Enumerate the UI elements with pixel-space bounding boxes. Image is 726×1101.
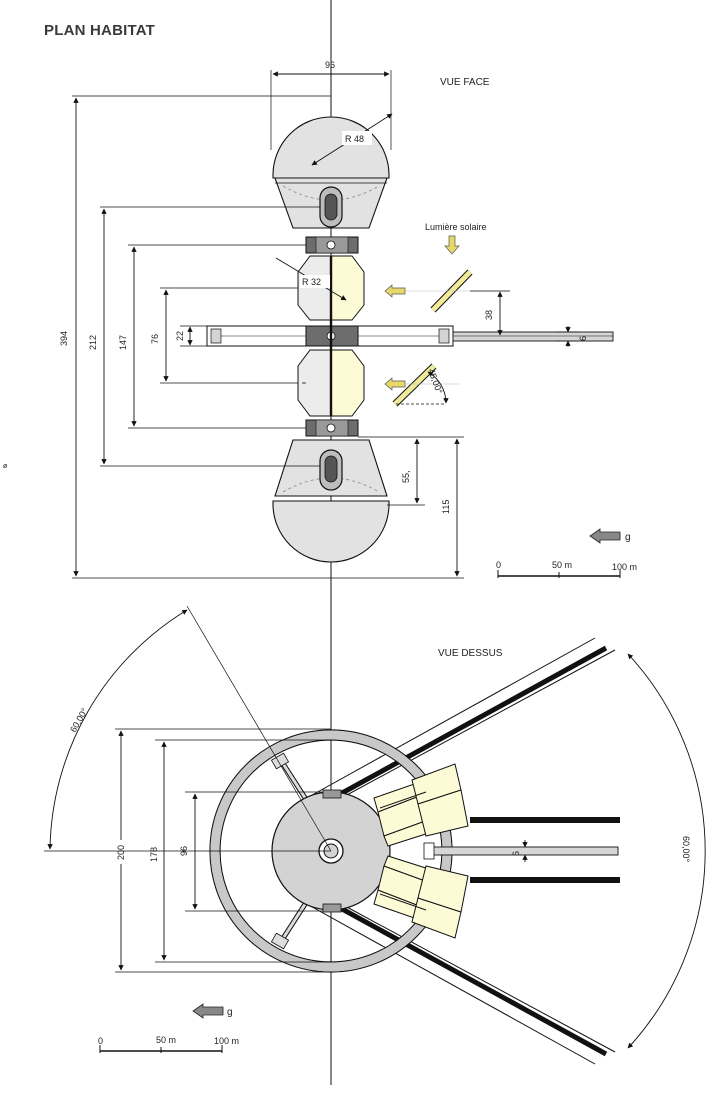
ring-spokes (270, 752, 312, 950)
gravity-arrow-icon (589, 528, 621, 544)
svg-text:R 32: R 32 (302, 277, 321, 287)
svg-text:147: 147 (118, 335, 128, 350)
dim-radius-32: R 32 (275, 257, 347, 301)
gravity-indicator-front: g (589, 528, 631, 544)
lower-mirror: 45,00° (384, 363, 460, 407)
top-view-label: VUE DESSUS (438, 648, 503, 659)
gravity-indicator-top: g (192, 1003, 233, 1019)
dim-height-212: 212 (88, 206, 320, 467)
svg-text:R 48: R 48 (345, 134, 364, 144)
svg-text:50 m: 50 m (156, 1035, 176, 1045)
svg-text:45,00°: 45,00° (426, 367, 444, 395)
diagonal-arms (304, 637, 616, 1065)
svg-text:38: 38 (484, 310, 494, 320)
svg-text:212: 212 (88, 335, 98, 350)
bottom-habitat-module (272, 439, 390, 563)
svg-text:115: 115 (441, 500, 451, 514)
light-arrow-left-icon-2 (384, 377, 406, 391)
svg-text:100 m: 100 m (612, 562, 637, 572)
dim-height-38: 38 (470, 290, 510, 336)
dim-width-6: 6 (511, 840, 528, 862)
page-title: PLAN HABITAT (44, 22, 155, 39)
svg-text:0: 0 (496, 560, 501, 570)
upper-pod (297, 255, 365, 321)
svg-text:g: g (227, 1007, 233, 1018)
dim-angle-right: 60,00° (627, 653, 706, 1049)
dim-height-147: 147 (118, 244, 306, 429)
svg-text:g: g (625, 532, 631, 543)
svg-text:96: 96 (325, 60, 335, 70)
svg-text:178: 178 (149, 847, 159, 862)
sunlight-label: Lumière solaire (425, 222, 487, 232)
front-view-label: VUE FACE (440, 77, 490, 88)
dim-height-22: 22 (175, 325, 207, 347)
light-arrow-left-icon (384, 284, 406, 298)
upper-mirror-fan (373, 763, 469, 847)
sun-arrow-down-icon (444, 235, 460, 255)
svg-text:60,00°: 60,00° (681, 836, 691, 863)
svg-text:60,00°: 60,00° (68, 706, 90, 734)
svg-text:200: 200 (116, 845, 126, 860)
svg-text:6: 6 (511, 851, 521, 856)
horizontal-truss (206, 325, 614, 347)
dim-height-115: 115 (331, 436, 464, 579)
svg-text:55,: 55, (401, 470, 411, 483)
svg-text:22: 22 (175, 331, 185, 341)
svg-text:0: 0 (98, 1036, 103, 1046)
svg-text:6: 6 (578, 336, 588, 341)
svg-text:76: 76 (150, 334, 160, 344)
scale-bar-front: 0 50 m 100 m (496, 560, 637, 578)
svg-text:100 m: 100 m (214, 1036, 239, 1046)
svg-text:50 m: 50 m (552, 560, 572, 570)
scale-bar-top: 0 50 m 100 m (98, 1035, 239, 1053)
top-view: VUE DESSUS (44, 605, 706, 1065)
radial-rods (423, 817, 620, 883)
dim-height-6: 6 (555, 326, 588, 347)
dim-height-394: 394 (59, 95, 331, 579)
lower-mirror-fan (373, 855, 469, 939)
svg-text:394: 394 (59, 331, 69, 346)
dim-height-55: 55, (358, 436, 425, 506)
gravity-arrow-icon-2 (192, 1003, 224, 1019)
upper-mirror (384, 269, 510, 313)
margin-mark: ø (3, 463, 8, 470)
dim-radius-48: R 48 (311, 113, 393, 166)
sunlight-indicator: Lumière solaire (425, 222, 487, 255)
front-view: VUE FACE (59, 60, 637, 579)
dim-height-76: 76 (150, 287, 298, 384)
